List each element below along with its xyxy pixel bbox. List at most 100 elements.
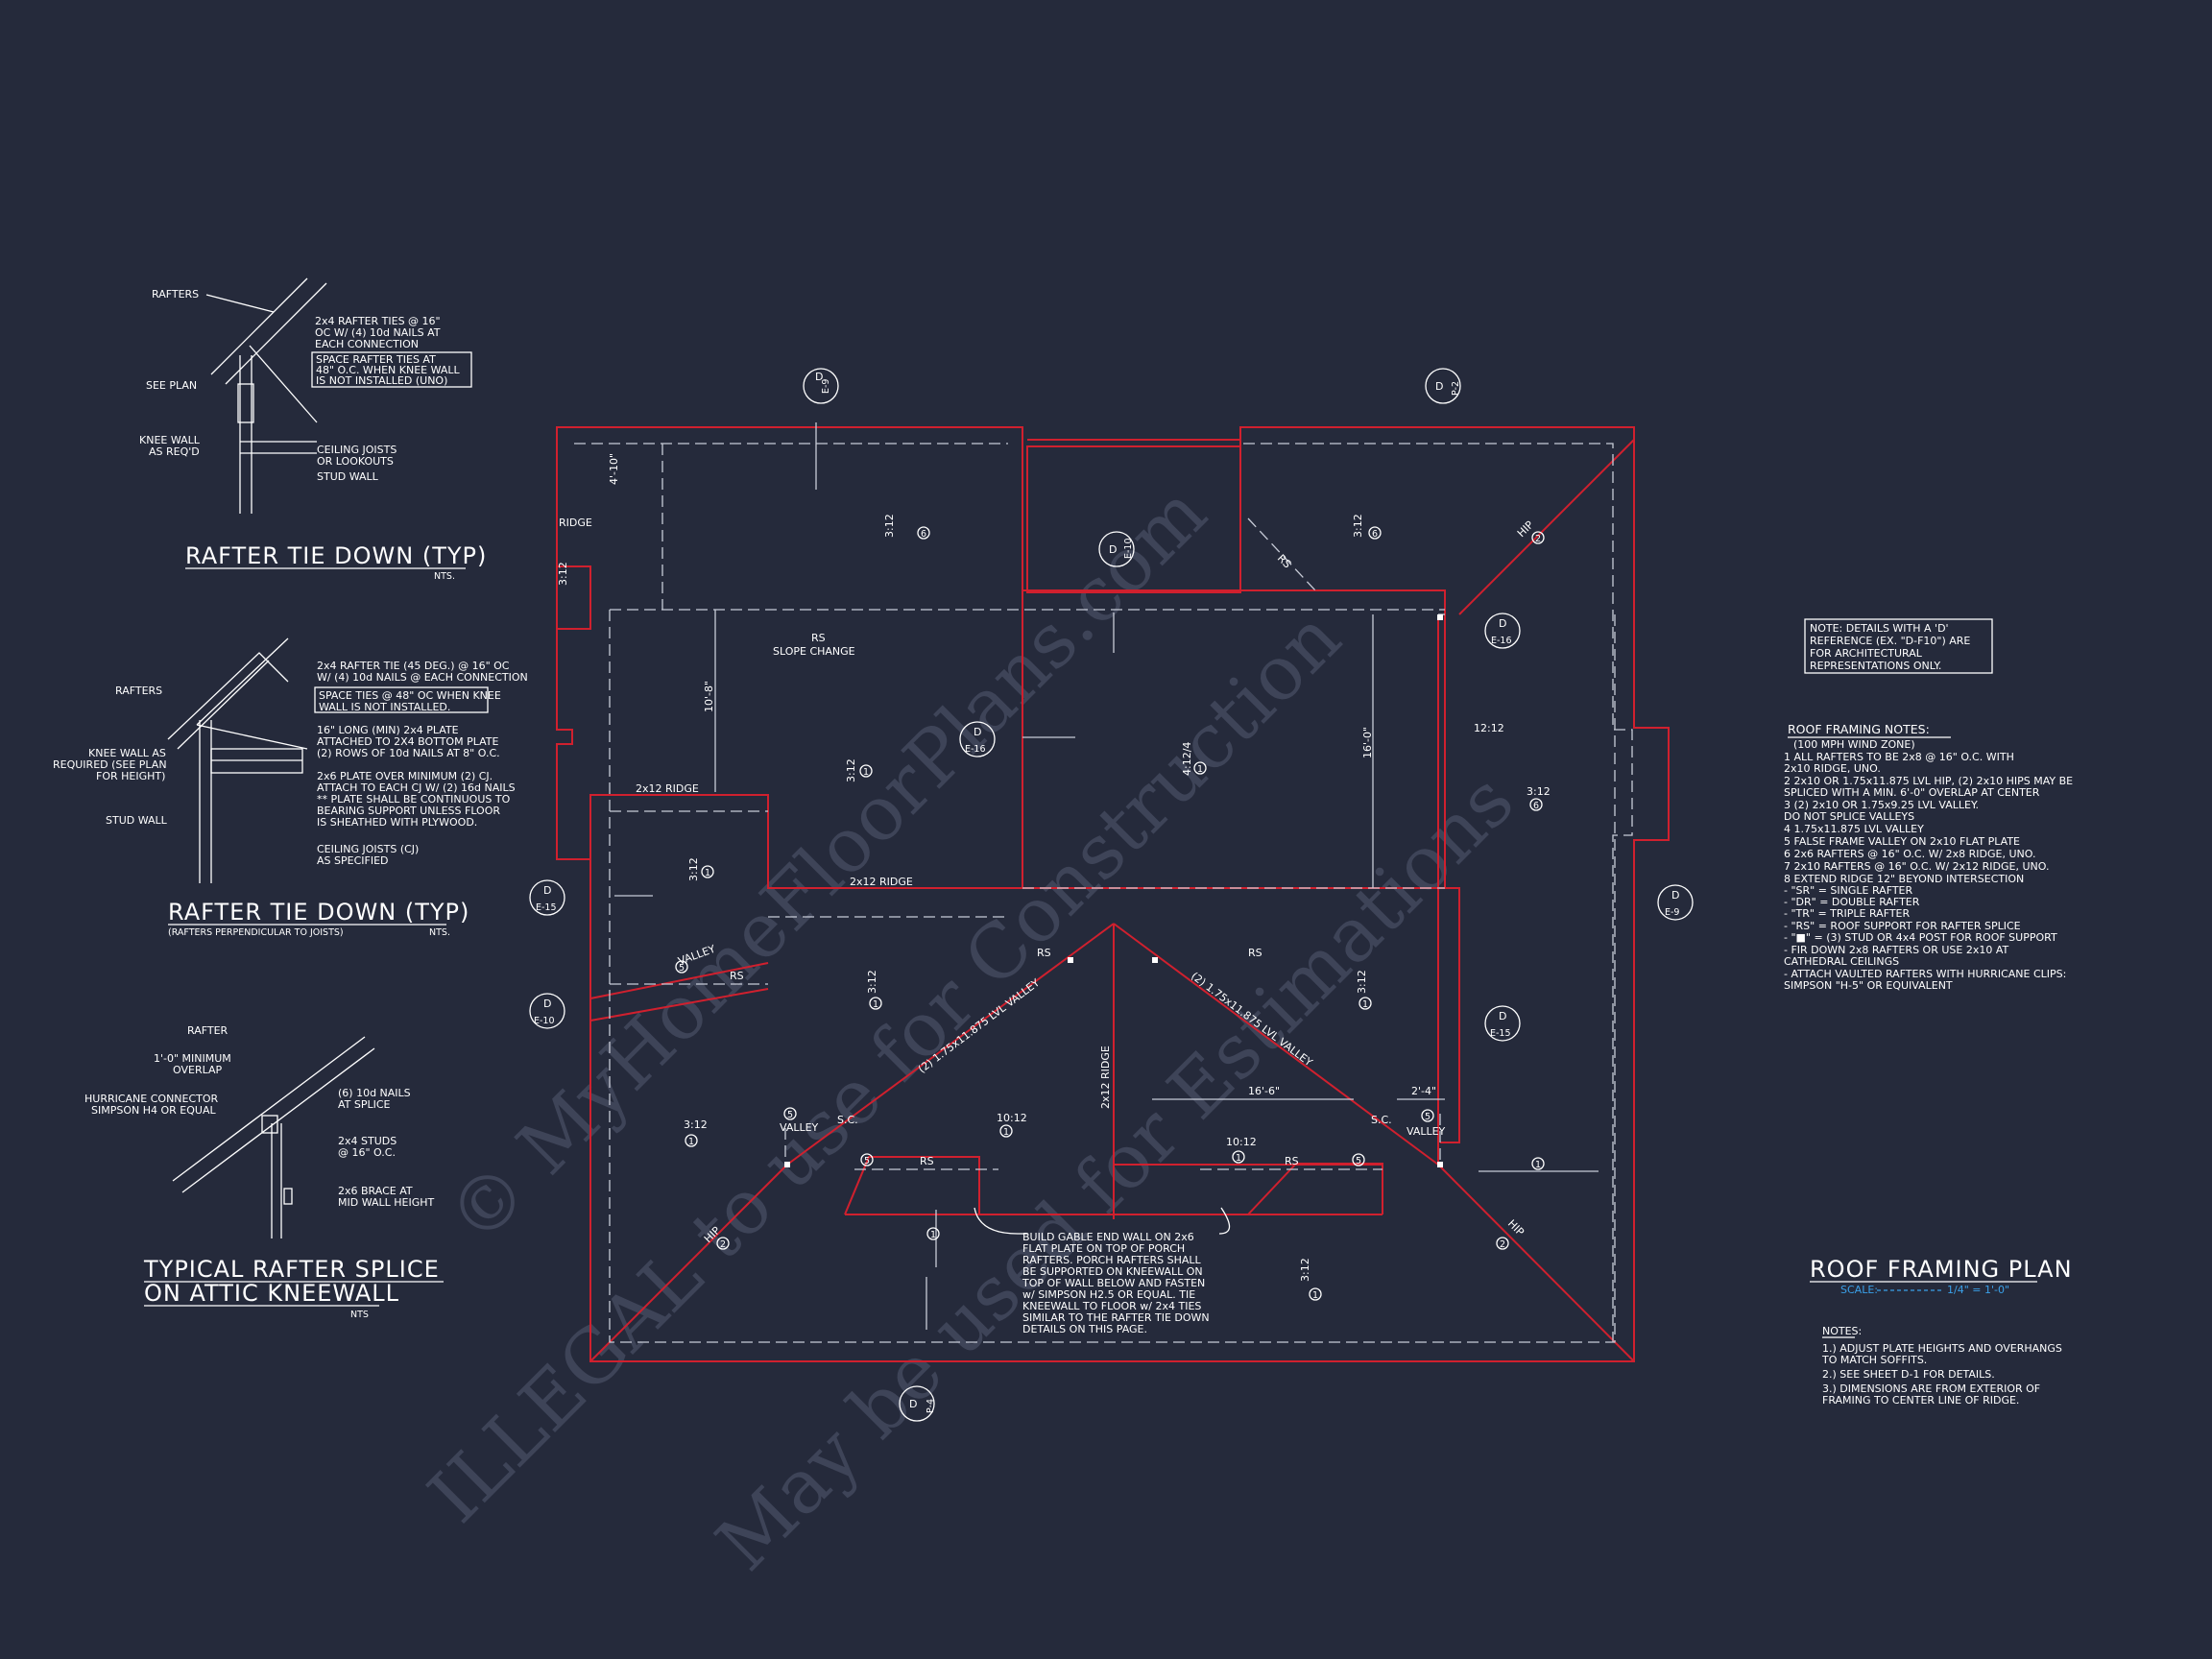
svg-text:2 2x10 OR 1.75x11.875 LVL HIP: 2 2x10 OR 1.75x11.875 LVL HIP, (2) 2x10 … (1784, 775, 2073, 787)
porch-note-3: RAFTERS. PORCH RAFTERS SHALL (1022, 1254, 1202, 1266)
svg-text:1: 1 (930, 1230, 936, 1240)
roof-framing-plan: RIDGE 4'-10" 3:12 RS SLOPE CHANGE 2x12 R… (529, 368, 1694, 1422)
d1-box-1: SPACE RAFTER TIES AT (316, 353, 436, 366)
svg-text:REPRESENTATIONS ONLY.: REPRESENTATIONS ONLY. (1810, 660, 1941, 672)
svg-text:- "TR" = TRIPLE RAFTER: - "TR" = TRIPLE RAFTER (1784, 907, 1910, 920)
svg-text:3 (2) 2x10 OR 1.75x9.25 LVL V: 3 (2) 2x10 OR 1.75x9.25 LVL VALLEY. (1784, 799, 1979, 811)
roof-framing-notes: ROOF FRAMING NOTES: (100 MPH WIND ZONE) … (1784, 722, 2073, 992)
svg-text:E-9: E-9 (821, 379, 831, 394)
svg-text:1: 1 (863, 767, 869, 778)
svg-text:2x10 RIDGE, UNO.: 2x10 RIDGE, UNO. (1784, 762, 1881, 775)
svg-text:D: D (543, 884, 551, 897)
svg-text:D: D (1499, 617, 1506, 630)
svg-text:E-15: E-15 (536, 902, 557, 913)
plan-rs-6: RS (1285, 1155, 1299, 1167)
svg-text:D: D (543, 998, 551, 1010)
plan-dim-24: 2'-4" (1411, 1085, 1436, 1097)
detail-rafter-splice: RAFTER 1'-0" MINIMUM OVERLAP HURRICANE C… (84, 1024, 444, 1320)
plan-rs-4: RS (1248, 947, 1262, 959)
d2-q-5: IS SHEATHED WITH PLYWOOD. (317, 816, 477, 829)
porch-note-5: TOP OF WALL BELOW AND FASTEN (1022, 1277, 1205, 1289)
d3-title-2: ON ATTIC KNEEWALL (144, 1280, 399, 1307)
plan-scale-label: SCALE: (1840, 1284, 1878, 1296)
svg-text:P-4: P-4 (926, 1399, 936, 1413)
plan-pitch-312-i: 3:12 (1299, 1258, 1311, 1282)
d2-ties-2: W/ (4) 10d NAILS @ EACH CONNECTION (317, 671, 528, 684)
d2-box-1: SPACE TIES @ 48" OC WHEN KNEE (319, 689, 501, 702)
d3-brace-2: MID WALL HEIGHT (338, 1196, 435, 1209)
d2-q-3: ** PLATE SHALL BE CONTINUOUS TO (317, 793, 511, 805)
d1-knee-1: KNEE WALL (139, 434, 201, 446)
svg-text:NOTE: DETAILS WITH A 'D': NOTE: DETAILS WITH A 'D' (1810, 622, 1949, 635)
general-notes: NOTES: 1.) ADJUST PLATE HEIGHTS AND OVER… (1821, 1325, 2062, 1407)
detail-tag-e15-right: D E-15 (1484, 1005, 1521, 1042)
svg-text:D: D (1435, 380, 1443, 393)
svg-text:6: 6 (921, 529, 926, 540)
d3-nails-1: (6) 10d NAILS (338, 1087, 411, 1099)
svg-text:D: D (974, 726, 981, 738)
svg-text:E-15: E-15 (1490, 1028, 1511, 1039)
plan-pitch-312-e: 3:12 (866, 970, 878, 994)
svg-text:D: D (909, 1398, 917, 1410)
d3-studs-2: @ 16" O.C. (338, 1146, 396, 1159)
detail-tag-e9-right: D E-9 (1657, 884, 1694, 921)
plan-dim-312: 3:12 (557, 562, 569, 586)
plan-scale-value: 1/4" = 1'-0" (1947, 1284, 2009, 1296)
svg-text:P-2: P-2 (1451, 381, 1461, 396)
svg-text:- "SR" = SINGLE RAFTER: - "SR" = SINGLE RAFTER (1784, 884, 1913, 897)
d2-stud: STUD WALL (106, 814, 168, 827)
svg-text:- "■" = (3) STUD OR 4x4 POST: - "■" = (3) STUD OR 4x4 POST FOR ROOF SU… (1784, 931, 2057, 944)
plan-rs-3: RS (1037, 947, 1051, 959)
plan-pitch-412: 4:12/4 (1181, 742, 1193, 776)
svg-text:E-10: E-10 (534, 1016, 555, 1026)
d2-p-2: ATTACHED TO 2X4 BOTTOM PLATE (317, 735, 498, 748)
svg-text:5 FALSE FRAME VALLEY ON 2x10: 5 FALSE FRAME VALLEY ON 2x10 FLAT PLATE (1784, 835, 2020, 848)
svg-text:- FIR DOWN 2x8 RAFTERS OR USE: - FIR DOWN 2x8 RAFTERS OR USE 2x10 AT (1784, 944, 2009, 956)
d3-scale: NTS (350, 1310, 369, 1320)
plan-hip-1: HIP (1515, 518, 1536, 540)
d1-ties-2: OC W/ (4) 10d NAILS AT (315, 326, 441, 339)
svg-text:TO MATCH SOFFITS.: TO MATCH SOFFITS. (1821, 1354, 1927, 1366)
architectural-note-box: NOTE: DETAILS WITH A 'D' REFERENCE (EX. … (1804, 618, 1993, 674)
svg-text:2: 2 (720, 1239, 726, 1250)
d2-ceil-1: CEILING JOISTS (CJ) (317, 843, 419, 855)
porch-note-6: w/ SIMPSON H2.5 OR EQUAL. TIE (1022, 1288, 1195, 1301)
d2-knee-1: KNEE WALL AS (88, 747, 166, 759)
plan-rs-7: RS (1275, 552, 1294, 571)
d2-q-1: 2x6 PLATE OVER MINIMUM (2) CJ. (317, 770, 493, 782)
plan-pitch-312-d: 3:12 (687, 857, 700, 881)
svg-text:2.) SEE SHEET D-1 FOR DETAILS: 2.) SEE SHEET D-1 FOR DETAILS. (1822, 1368, 1995, 1381)
d1-rafters-label: RAFTERS (152, 288, 199, 301)
plan-pitch-312-a: 3:12 (883, 514, 896, 538)
d2-ties-1: 2x4 RAFTER TIE (45 DEG.) @ 16" OC (317, 660, 510, 672)
svg-text:E-16: E-16 (965, 744, 986, 755)
svg-text:E-9: E-9 (1665, 907, 1679, 918)
detail-rafter-tie-down-2: RAFTERS 2x4 RAFTER TIE (45 DEG.) @ 16" O… (53, 637, 528, 938)
porch-note-2: FLAT PLATE ON TOP OF PORCH (1022, 1242, 1185, 1255)
d2-title: RAFTER TIE DOWN (TYP) (168, 899, 469, 926)
plan-valley-3: VALLEY (1407, 1125, 1446, 1138)
svg-text:D: D (1499, 1010, 1506, 1022)
plan-sc-2: S.C. (1371, 1114, 1392, 1126)
plan-dim-166: 16'-6" (1248, 1085, 1280, 1097)
svg-text:D: D (815, 371, 823, 383)
detail-tag-e16-center: D E-16 (959, 721, 996, 757)
svg-text:REFERENCE (EX. "D-F10") ARE: REFERENCE (EX. "D-F10") ARE (1810, 635, 1970, 647)
plan-pitch-312-c: 3:12 (845, 758, 857, 782)
d1-knee-2: AS REQ'D (149, 445, 200, 458)
d3-min-1: 1'-0" MINIMUM (154, 1052, 231, 1065)
plan-pitch-312-h: 3:12 (684, 1118, 708, 1131)
svg-text:SPLICED WITH A MIN. 6'-0" OVER: SPLICED WITH A MIN. 6'-0" OVERLAP AT CEN… (1784, 786, 2040, 799)
d3-studs-1: 2x4 STUDS (338, 1135, 397, 1147)
d1-ties-3: EACH CONNECTION (315, 338, 419, 350)
roof-notes-sub: (100 MPH WIND ZONE) (1793, 738, 1915, 751)
svg-text:5: 5 (1425, 1112, 1431, 1122)
svg-text:1: 1 (1197, 764, 1203, 775)
svg-text:2: 2 (1535, 534, 1541, 544)
d2-p-1: 16" LONG (MIN) 2x4 PLATE (317, 724, 459, 736)
d3-brace-1: 2x6 BRACE AT (338, 1185, 413, 1197)
plan-pitch-1212: 12:12 (1474, 722, 1504, 734)
plan-dim-160: 16'-0" (1361, 727, 1374, 758)
detail-tag-e10-left: D E-10 (529, 993, 565, 1029)
